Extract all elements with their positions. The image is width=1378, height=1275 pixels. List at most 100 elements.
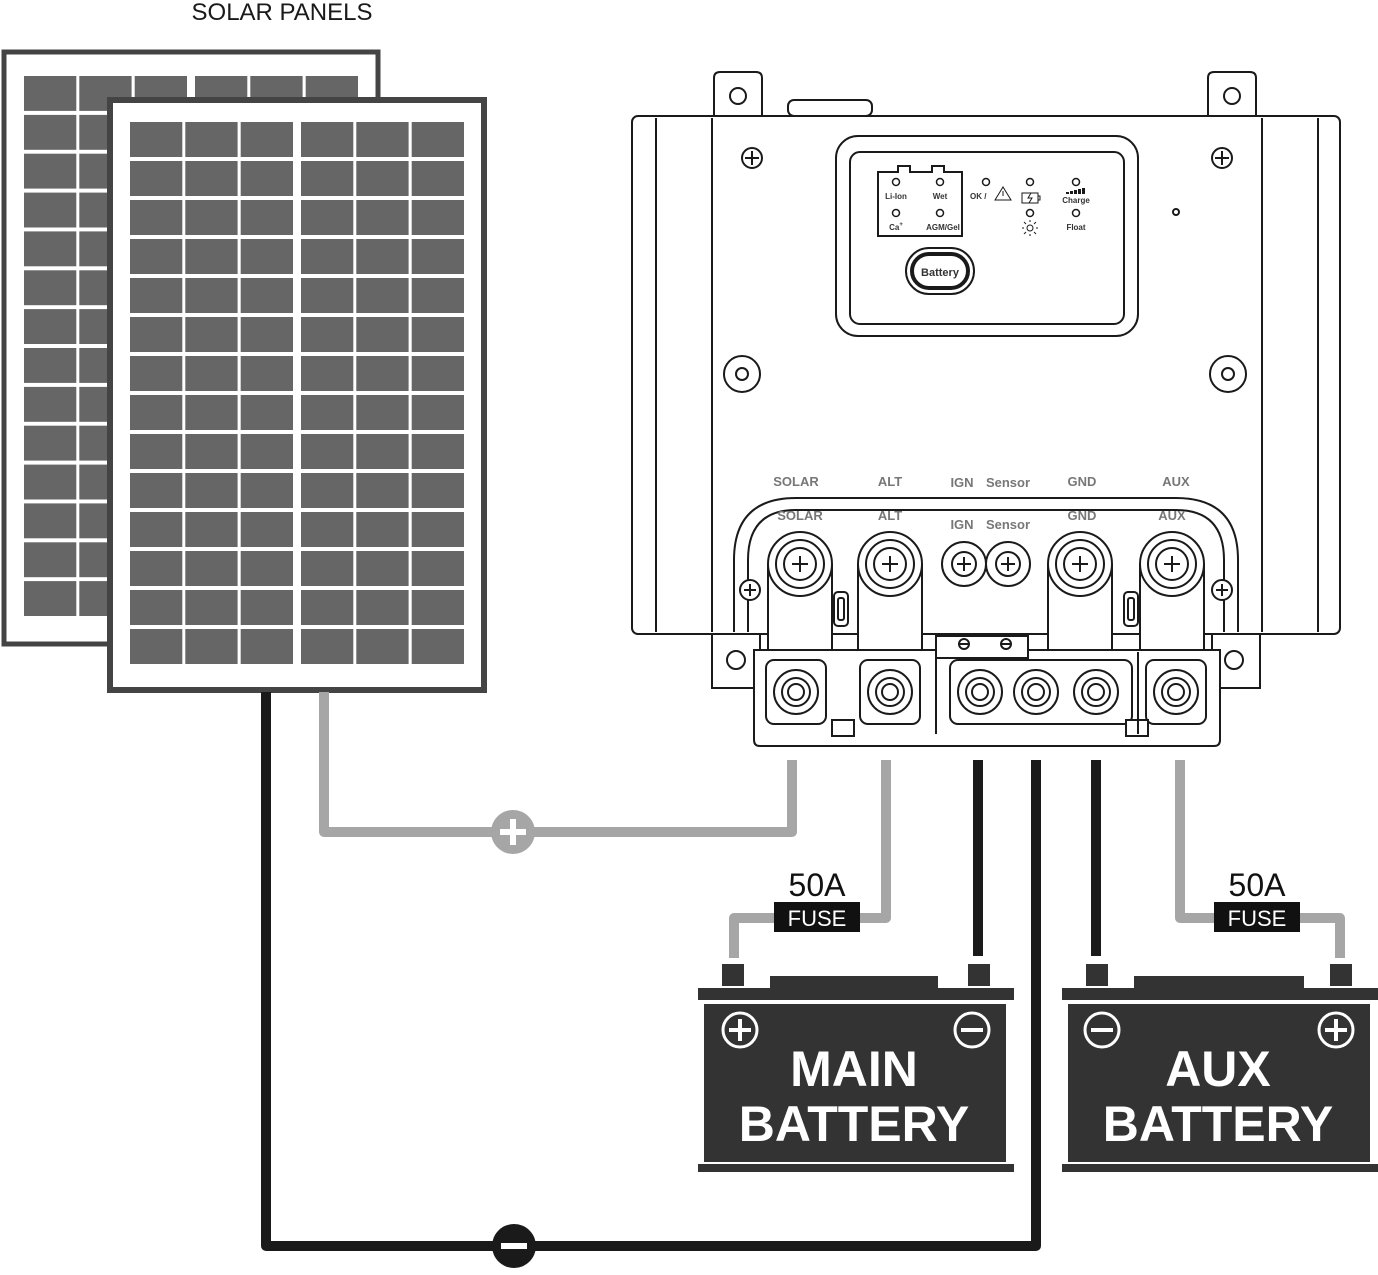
solar-cell bbox=[240, 512, 293, 547]
solar-cell bbox=[240, 629, 293, 664]
solar-cell bbox=[24, 542, 77, 578]
solar-cell bbox=[240, 200, 293, 235]
solar-cell bbox=[356, 473, 409, 508]
svg-text:ALT: ALT bbox=[878, 508, 902, 523]
solar-cell bbox=[130, 512, 183, 547]
solar-cell bbox=[411, 551, 464, 586]
diagram-title: SOLAR PANELS bbox=[192, 0, 373, 26]
indicator-ca-label: Ca+ bbox=[889, 222, 903, 232]
solar-cell bbox=[356, 551, 409, 586]
solar-cell bbox=[240, 395, 293, 430]
fuse-main: 50A FUSE bbox=[774, 867, 860, 932]
solar-cell bbox=[130, 200, 183, 235]
solar-cell bbox=[240, 551, 293, 586]
cable-gland bbox=[1013, 669, 1059, 715]
solar-cell bbox=[356, 200, 409, 235]
solar-cell bbox=[24, 76, 77, 111]
solar-cell bbox=[130, 590, 183, 625]
indicator-leds bbox=[891, 177, 1081, 218]
cable-gland bbox=[773, 669, 819, 715]
svg-text:GND: GND bbox=[1068, 508, 1097, 523]
solar-cell bbox=[185, 356, 238, 391]
solar-cell bbox=[301, 200, 354, 235]
terminal-stud-gnd bbox=[1047, 531, 1113, 651]
solar-cell bbox=[185, 122, 238, 157]
battery-positive-icon bbox=[721, 1011, 759, 1049]
solar-cell bbox=[240, 434, 293, 469]
svg-text:AUX: AUX bbox=[1165, 1041, 1271, 1097]
solar-cell bbox=[240, 122, 293, 157]
solar-cell bbox=[130, 317, 183, 352]
svg-text:50A: 50A bbox=[789, 867, 847, 903]
solar-cell bbox=[301, 590, 354, 625]
battery-mode-button[interactable]: Battery bbox=[905, 247, 975, 295]
solar-cell bbox=[130, 122, 183, 157]
battery-mode-button-label: Battery bbox=[921, 267, 960, 279]
indicator-li-ion-label: Li-Ion bbox=[885, 192, 907, 201]
terminal-stud-alt bbox=[857, 531, 923, 651]
solar-cell bbox=[130, 161, 183, 196]
solar-cell bbox=[301, 473, 354, 508]
solar-cell bbox=[301, 395, 354, 430]
indicator-float-label: Float bbox=[1066, 223, 1085, 232]
solar-cell bbox=[356, 239, 409, 274]
terminal-stud-ign bbox=[941, 541, 987, 587]
solar-cell bbox=[24, 231, 77, 267]
negative-junction-icon bbox=[492, 1224, 536, 1268]
screw-icon bbox=[1211, 147, 1233, 169]
fuse-aux: 50A FUSE bbox=[1214, 867, 1300, 932]
solar-cell bbox=[411, 317, 464, 352]
indicator-charge-label: Charge bbox=[1062, 196, 1090, 205]
solar-cell bbox=[301, 356, 354, 391]
solar-cell bbox=[411, 512, 464, 547]
solar-cell bbox=[24, 386, 77, 422]
solar-cell bbox=[24, 270, 77, 306]
svg-text:FUSE: FUSE bbox=[1228, 906, 1287, 931]
solar-cell bbox=[301, 161, 354, 196]
indicator-wet-label: Wet bbox=[933, 192, 948, 201]
solar-cell bbox=[411, 395, 464, 430]
svg-text:ALT: ALT bbox=[878, 474, 902, 489]
solar-cell bbox=[185, 629, 238, 664]
solar-cell bbox=[185, 590, 238, 625]
svg-text:SOLAR: SOLAR bbox=[777, 508, 823, 523]
solar-cell bbox=[130, 551, 183, 586]
svg-text:MAIN: MAIN bbox=[790, 1041, 918, 1097]
solar-cell bbox=[411, 473, 464, 508]
terminal-labels-lower: SOLAR ALT IGN Sensor GND AUX bbox=[777, 508, 1186, 532]
indicator-agm-gel-label: AGM/Gel bbox=[926, 223, 960, 232]
svg-text:IGN: IGN bbox=[950, 475, 973, 490]
solar-cell bbox=[411, 629, 464, 664]
svg-text:BATTERY: BATTERY bbox=[739, 1096, 970, 1152]
solar-cell bbox=[356, 278, 409, 313]
aux-battery: AUX BATTERY bbox=[1062, 964, 1378, 1172]
solar-cell bbox=[411, 161, 464, 196]
svg-text:50A: 50A bbox=[1229, 867, 1287, 903]
solar-cell bbox=[24, 581, 77, 616]
cable-gland bbox=[957, 669, 1003, 715]
solar-cell bbox=[356, 395, 409, 430]
svg-text:FUSE: FUSE bbox=[788, 906, 847, 931]
solar-cell bbox=[24, 309, 77, 344]
solar-cell bbox=[185, 317, 238, 352]
solar-cell bbox=[301, 122, 354, 157]
svg-text:AUX: AUX bbox=[1158, 508, 1186, 523]
solar-cell bbox=[130, 395, 183, 430]
terminal-stud-aux bbox=[1139, 531, 1205, 651]
solar-cell bbox=[130, 278, 183, 313]
solar-cell bbox=[411, 278, 464, 313]
solar-cell bbox=[130, 473, 183, 508]
solar-cell bbox=[130, 356, 183, 391]
battery-positive-icon bbox=[1317, 1011, 1355, 1049]
solar-cell bbox=[240, 161, 293, 196]
solar-cell bbox=[301, 512, 354, 547]
sun-icon bbox=[1022, 220, 1038, 236]
solar-cell bbox=[240, 356, 293, 391]
solar-cell bbox=[240, 317, 293, 352]
screw-icon bbox=[741, 147, 763, 169]
svg-text:GND: GND bbox=[1068, 474, 1097, 489]
solar-cell bbox=[411, 434, 464, 469]
cable-gland bbox=[1153, 669, 1199, 715]
solar-cell bbox=[240, 278, 293, 313]
